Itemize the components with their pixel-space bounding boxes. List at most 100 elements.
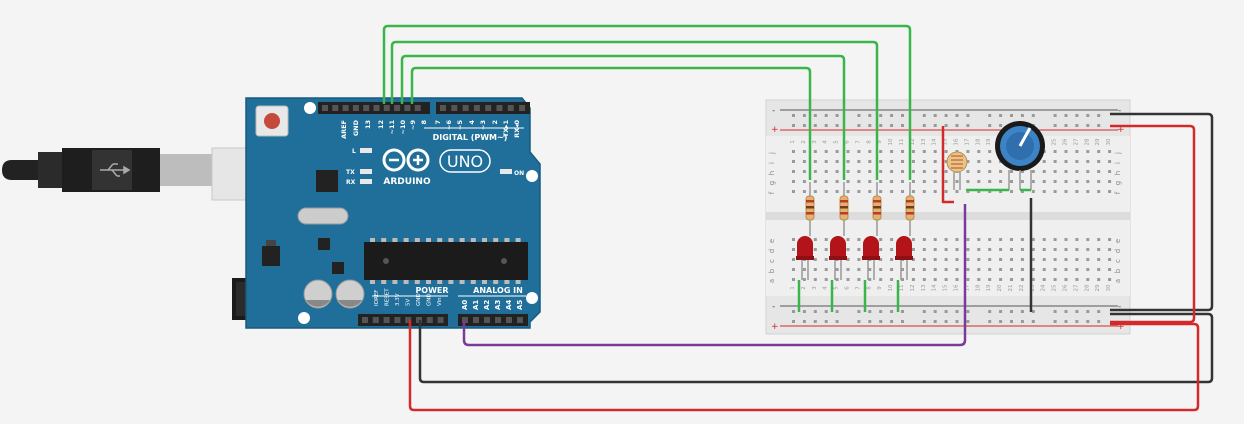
breadboard-hole bbox=[879, 150, 883, 153]
rail-hole bbox=[988, 310, 992, 313]
header-pin[interactable] bbox=[473, 317, 479, 323]
breadboard-hole bbox=[1053, 248, 1057, 251]
header-pin[interactable] bbox=[495, 317, 501, 323]
breadboard-hole bbox=[1086, 258, 1090, 261]
header-pin[interactable] bbox=[363, 105, 370, 111]
breadboard-hole bbox=[868, 180, 872, 183]
power-pin-label: Vin bbox=[437, 297, 443, 306]
header-pin[interactable] bbox=[372, 317, 379, 323]
header-pin[interactable] bbox=[352, 105, 359, 111]
reset-button[interactable] bbox=[255, 105, 289, 137]
column-number: 6 bbox=[845, 286, 851, 290]
chip-pin bbox=[515, 238, 521, 242]
header-pin[interactable] bbox=[462, 105, 469, 111]
breadboard-hole bbox=[1020, 190, 1024, 193]
breadboard-hole bbox=[1010, 180, 1013, 183]
rail-hole bbox=[988, 124, 992, 127]
breadboard-hole bbox=[1075, 258, 1079, 261]
breadboard-hole bbox=[1108, 238, 1112, 241]
header-pin[interactable] bbox=[342, 105, 349, 111]
rail-hole bbox=[857, 320, 861, 323]
wire-pin9 bbox=[410, 66, 812, 180]
potentiometer[interactable] bbox=[995, 121, 1045, 190]
header-pin[interactable] bbox=[404, 105, 411, 111]
header-pin[interactable] bbox=[519, 105, 526, 111]
header-pin[interactable] bbox=[373, 105, 380, 111]
breadboard-hole bbox=[933, 278, 937, 281]
chip-pin bbox=[381, 280, 387, 284]
digital-pin-label: ~9 bbox=[409, 120, 417, 130]
header-pin[interactable] bbox=[507, 105, 514, 111]
header-pin[interactable] bbox=[517, 317, 523, 323]
header-pin[interactable] bbox=[394, 317, 401, 323]
digital-label: DIGITAL (PWM~) bbox=[433, 133, 508, 142]
breadboard-hole bbox=[1075, 278, 1079, 281]
row-letter: b bbox=[768, 268, 776, 273]
header-pin[interactable] bbox=[362, 317, 368, 323]
breadboard-hole bbox=[966, 278, 970, 281]
breadboard-hole bbox=[955, 190, 959, 193]
breadboard-hole bbox=[1097, 258, 1101, 261]
usb-icon bbox=[100, 163, 131, 177]
header-pin[interactable] bbox=[473, 105, 480, 111]
breadboard-hole bbox=[911, 238, 915, 241]
arduino-logo: UNO ARDUINO bbox=[382, 148, 491, 187]
digital-pin-label: AREF bbox=[340, 120, 348, 139]
header-pin[interactable] bbox=[426, 317, 433, 323]
row-letter: d bbox=[768, 249, 776, 253]
header-pin[interactable] bbox=[484, 317, 490, 323]
header-pin[interactable] bbox=[414, 105, 421, 111]
breadboard-hole bbox=[879, 170, 883, 173]
power-pin-label: GND bbox=[427, 293, 433, 306]
chip-pin bbox=[504, 238, 510, 242]
header-pin[interactable] bbox=[440, 105, 446, 111]
breadboard-hole bbox=[911, 150, 915, 153]
breadboard-hole bbox=[1086, 160, 1090, 163]
column-number: 24 bbox=[1041, 284, 1047, 291]
breadboard-hole bbox=[890, 278, 894, 281]
column-number: 2 bbox=[801, 286, 807, 290]
breadboard-hole bbox=[966, 258, 970, 261]
infinity-icon bbox=[382, 148, 430, 172]
column-number: 19 bbox=[986, 138, 992, 145]
breadboard-hole bbox=[901, 190, 904, 193]
power-header bbox=[358, 314, 528, 326]
rail-hole bbox=[1097, 114, 1101, 117]
row-letter: c bbox=[768, 259, 776, 263]
header-pin[interactable] bbox=[437, 317, 444, 323]
header-pin[interactable] bbox=[485, 105, 492, 111]
breadboard-hole bbox=[922, 268, 926, 271]
header-pin[interactable] bbox=[322, 105, 328, 111]
rail-hole bbox=[1075, 310, 1079, 313]
header-pin[interactable] bbox=[451, 105, 458, 111]
rail-hole bbox=[802, 124, 806, 127]
rail-plus-top-right: + bbox=[1117, 125, 1125, 135]
header-pin[interactable] bbox=[405, 317, 412, 323]
wires bbox=[382, 24, 1214, 412]
breadboard-hole bbox=[922, 258, 926, 261]
header-pin[interactable] bbox=[506, 317, 512, 323]
breadboard-hole bbox=[1010, 248, 1013, 251]
breadboard-hole bbox=[999, 278, 1003, 281]
breadboard-hole bbox=[846, 190, 850, 193]
rail-hole bbox=[933, 114, 937, 117]
breadboard-hole bbox=[868, 190, 872, 193]
breadboard-hole bbox=[944, 268, 948, 271]
breadboard-hole bbox=[846, 170, 850, 173]
breadboard-hole bbox=[1010, 190, 1013, 193]
header-pin[interactable] bbox=[332, 105, 339, 111]
header-pin[interactable] bbox=[496, 105, 503, 111]
header-pin[interactable] bbox=[394, 105, 401, 111]
breadboard-hole bbox=[1108, 180, 1112, 183]
rail-hole bbox=[988, 114, 992, 117]
header-pin[interactable] bbox=[383, 317, 390, 323]
breadboard-hole bbox=[944, 278, 948, 281]
breadboard-hole bbox=[846, 238, 850, 241]
header-pin[interactable] bbox=[383, 105, 390, 111]
breadboard-hole bbox=[890, 238, 894, 241]
power-pin-label: 5V bbox=[406, 299, 412, 306]
column-number: 19 bbox=[986, 284, 992, 291]
breadboard-hole bbox=[824, 150, 828, 153]
wire-pin12 bbox=[382, 24, 912, 180]
